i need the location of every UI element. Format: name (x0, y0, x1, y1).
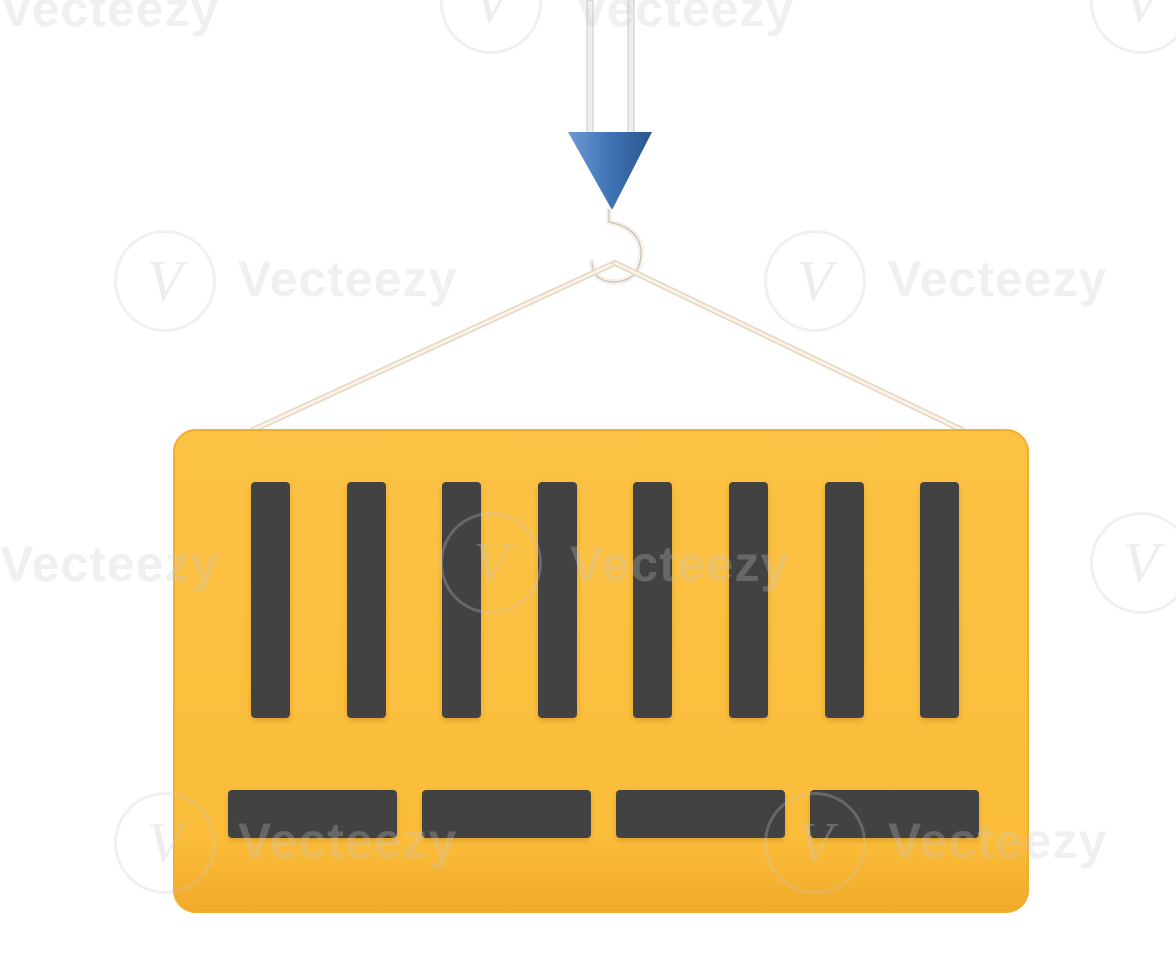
horizontal-slot (616, 790, 785, 838)
horizontal-slot (228, 790, 397, 838)
shipping-container-icon (173, 429, 1029, 913)
horizontal-slot (810, 790, 979, 838)
vertical-slot (920, 482, 959, 718)
hook-block-icon (568, 132, 652, 210)
vertical-slot (442, 482, 481, 718)
vertical-slot (825, 482, 864, 718)
horizontal-slots (228, 790, 979, 838)
vertical-slot (633, 482, 672, 718)
vertical-slot (251, 482, 290, 718)
horizontal-slot (422, 790, 591, 838)
vertical-slot (538, 482, 577, 718)
vertical-slot (729, 482, 768, 718)
sling-ropes (250, 260, 965, 433)
vertical-slots (251, 482, 959, 718)
crane-cables (586, 0, 635, 136)
vertical-slot (347, 482, 386, 718)
